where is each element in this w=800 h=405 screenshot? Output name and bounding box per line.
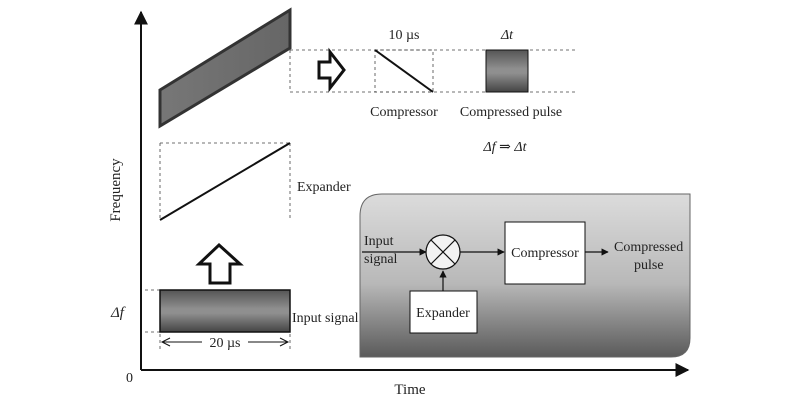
delta-t-label: Δt (500, 28, 514, 43)
bd-input-label-2: signal (364, 252, 398, 267)
compressor-label: Compressor (370, 105, 438, 120)
delta-f-label: Δf (110, 305, 126, 321)
up-arrow-icon (195, 242, 244, 285)
compressor-duration-label: 10 µs (388, 28, 419, 43)
expander-ramp (159, 142, 291, 221)
bd-compressor-label: Compressor (511, 246, 579, 261)
bd-input-label-1: Input (364, 234, 394, 249)
bd-compressor-block (504, 221, 586, 285)
right-arrow-icon (317, 47, 346, 93)
duration-label: 20 µs (209, 336, 240, 351)
chirped-pulse-band (158, 7, 292, 129)
bd-expander-label: Expander (416, 306, 470, 321)
bd-output-label-1: Compressed (614, 240, 683, 255)
input-signal-band (159, 289, 291, 333)
compressor-ramp (374, 49, 434, 93)
input-signal-label: Input signal (292, 311, 359, 326)
expander-label: Expander (297, 180, 351, 195)
origin-label: 0 (126, 371, 133, 386)
relation-label: Δf ⇒ Δt (483, 140, 528, 155)
compressed-pulse-band (485, 49, 529, 93)
compressor-window (374, 49, 434, 93)
compressed-pulse-label: Compressed pulse (460, 105, 562, 120)
y-axis-label: Frequency (108, 158, 124, 222)
bd-output-label-2: pulse (634, 258, 664, 273)
x-axis-label: Time (394, 382, 425, 398)
